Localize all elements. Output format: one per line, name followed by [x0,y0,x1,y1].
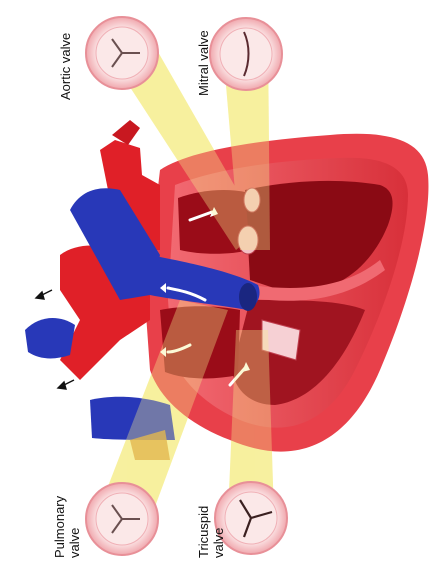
tricuspid-valve-label: Tricuspid valve [196,506,226,558]
aortic-valve-closeup [86,17,158,89]
mitral-valve-closeup [210,18,282,90]
svc-opening [239,283,257,311]
mitral-valve-label: Mitral valve [196,30,211,96]
pulmonary-vein-blue [25,318,75,358]
pulmonary-valve-label: Pulmonary valve [52,496,82,558]
pulmonary-valve-closeup [86,483,158,555]
aortic-valve-label: Aortic valve [58,33,73,100]
